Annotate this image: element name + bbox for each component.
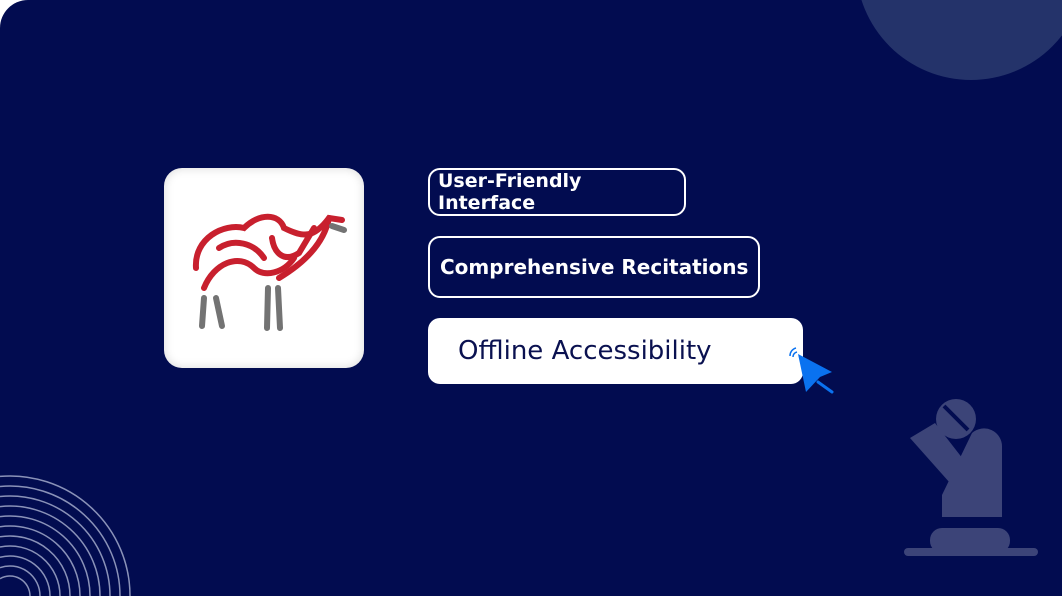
feature-user-friendly-interface[interactable]: User-Friendly Interface [428,168,686,216]
praying-person-icon [904,399,1038,556]
feature-comprehensive-recitations[interactable]: Comprehensive Recitations [428,236,760,298]
decorative-circle [856,0,1062,80]
cursor-click-icon [789,347,834,394]
camel-logo-icon [192,213,347,331]
concentric-rings-decoration [0,475,131,596]
app-logo-card [164,168,364,368]
feature-offline-accessibility[interactable]: Offline Accessibility [428,318,803,384]
